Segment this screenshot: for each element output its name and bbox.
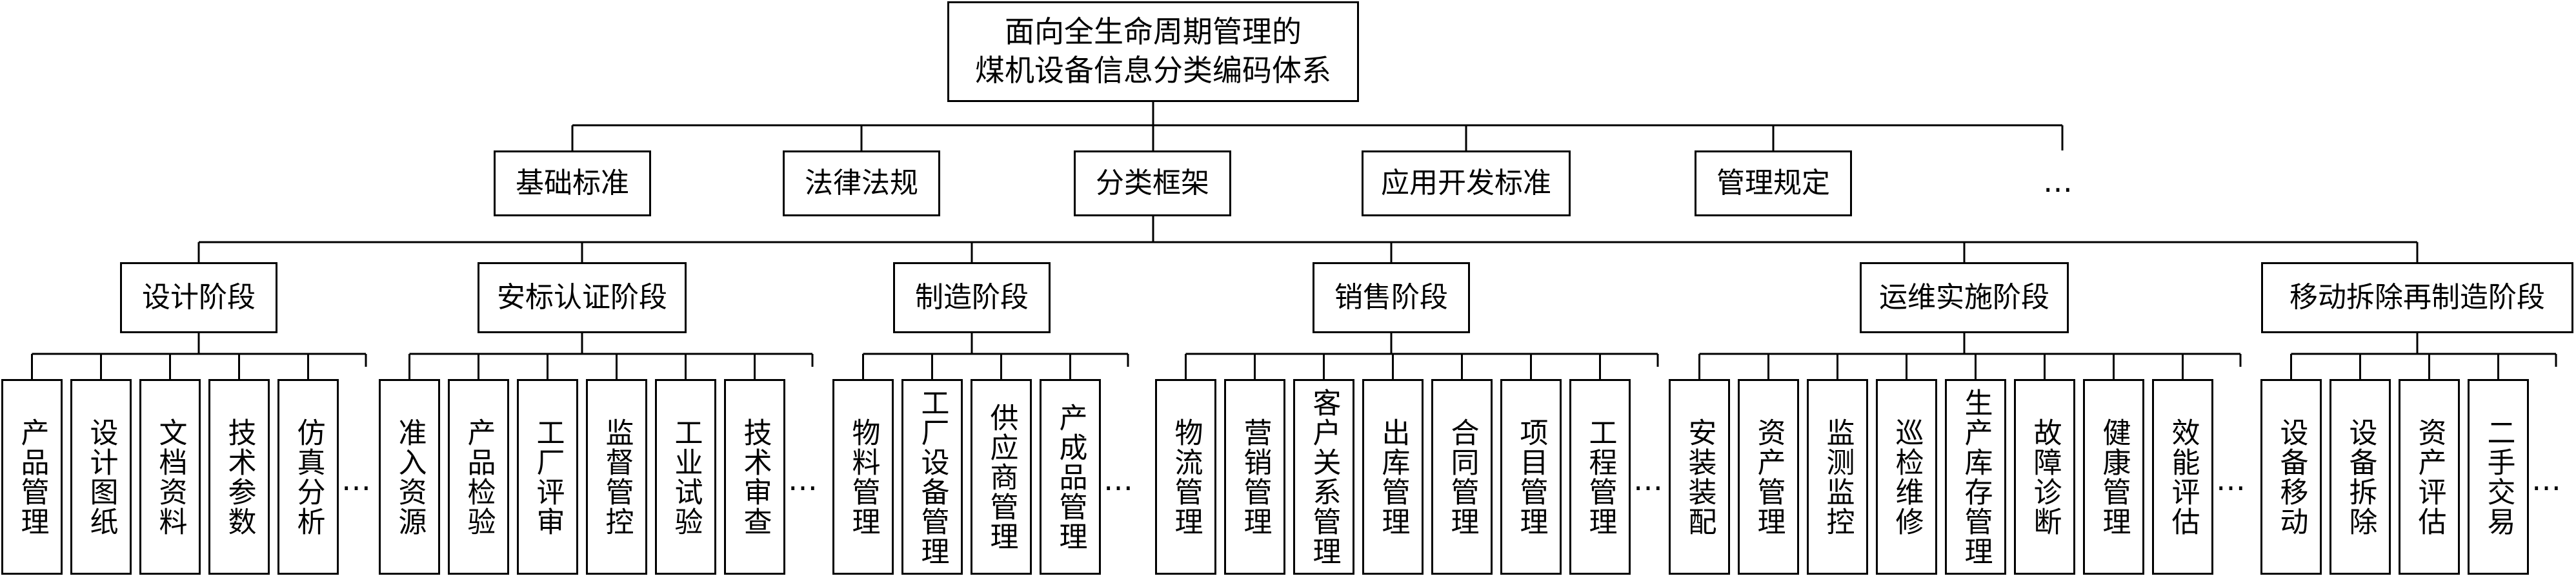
leaf-node: 设备移动 [2260, 379, 2322, 575]
leaf-node: 安装装配 [1669, 379, 1730, 575]
stage-node-label: 安标认证阶段 [497, 280, 667, 314]
leaf-node: 产品检验 [448, 379, 509, 575]
leaf-node: 文档资料 [139, 379, 201, 575]
leaf-node: 客户关系管理 [1293, 379, 1354, 575]
leaf-node: 产成品管理 [1040, 379, 1101, 575]
leaf-node: 健康管理 [2083, 379, 2144, 575]
leaf-node: 监测监控 [1807, 379, 1868, 575]
level1-more-ellipsis: … [2043, 164, 2073, 199]
level1-node-label: 分类框架 [1096, 166, 1209, 200]
level1-node-label: 应用开发标准 [1381, 166, 1551, 200]
stage-node-6: 移动拆除再制造阶段 [2261, 262, 2573, 333]
stage-node-label: 移动拆除再制造阶段 [2289, 280, 2545, 314]
stage-more-ellipsis: … [788, 462, 818, 497]
leaf-node: 物流管理 [1155, 379, 1216, 575]
level1-node-basic-standards: 基础标准 [494, 150, 651, 216]
leaf-node: 仿真分析 [277, 379, 339, 575]
leaf-node: 二手交易 [2468, 379, 2529, 575]
level1-node-label: 管理规定 [1716, 166, 1830, 200]
leaf-node: 产品管理 [1, 379, 63, 575]
leaf-node: 技术审查 [724, 379, 785, 575]
stage-more-ellipsis: … [1103, 462, 1133, 497]
leaf-node: 资产管理 [1738, 379, 1799, 575]
stage-more-ellipsis: … [1633, 462, 1663, 497]
level1-node-label: 法律法规 [805, 166, 918, 200]
leaf-node: 工厂评审 [517, 379, 578, 575]
stage-node-2: 安标认证阶段 [478, 262, 687, 333]
leaf-node: 生产库存管理 [1945, 379, 2006, 575]
leaf-node: 技术参数 [208, 379, 270, 575]
stage-more-ellipsis: … [2216, 462, 2246, 497]
stage-node-5: 运维实施阶段 [1860, 262, 2069, 333]
stage-more-ellipsis: … [341, 462, 371, 497]
leaf-node: 合同管理 [1431, 379, 1493, 575]
leaf-node: 监督管控 [586, 379, 647, 575]
leaf-node: 供应商管理 [971, 379, 1032, 575]
leaf-node: 巡检维修 [1876, 379, 1937, 575]
stage-node-label: 销售阶段 [1334, 280, 1448, 314]
level1-node-laws-regulations: 法律法规 [783, 150, 940, 216]
stage-node-1: 设计阶段 [120, 262, 277, 333]
leaf-node: 设备拆除 [2329, 379, 2391, 575]
leaf-node: 工程管理 [1569, 379, 1631, 575]
level1-node-management-rules: 管理规定 [1695, 150, 1852, 216]
stage-node-label: 设计阶段 [142, 280, 256, 314]
level1-node-label: 基础标准 [516, 166, 629, 200]
level1-node-app-dev-standards: 应用开发标准 [1362, 150, 1571, 216]
leaf-node: 故障诊断 [2014, 379, 2075, 575]
leaf-node: 项目管理 [1500, 379, 1562, 575]
stage-node-label: 制造阶段 [915, 280, 1029, 314]
leaf-node: 物料管理 [832, 379, 894, 575]
stage-more-ellipsis: … [2531, 462, 2561, 497]
leaf-node: 营销管理 [1224, 379, 1285, 575]
leaf-node: 准入资源 [379, 379, 440, 575]
leaf-node: 资产评估 [2399, 379, 2460, 575]
leaf-node: 设计图纸 [70, 379, 132, 575]
leaf-node: 工厂设备管理 [901, 379, 963, 575]
leaf-node: 工业试验 [655, 379, 716, 575]
root-node: 面向全生命周期管理的煤机设备信息分类编码体系 [947, 1, 1359, 102]
stage-node-3: 制造阶段 [893, 262, 1051, 333]
leaf-node: 出库管理 [1362, 379, 1424, 575]
root-node-text: 面向全生命周期管理的煤机设备信息分类编码体系 [975, 14, 1331, 88]
stage-node-4: 销售阶段 [1313, 262, 1470, 333]
leaf-node: 效能评估 [2152, 379, 2213, 575]
level1-node-classification-framework: 分类框架 [1074, 150, 1231, 216]
stage-node-label: 运维实施阶段 [1879, 280, 2049, 314]
